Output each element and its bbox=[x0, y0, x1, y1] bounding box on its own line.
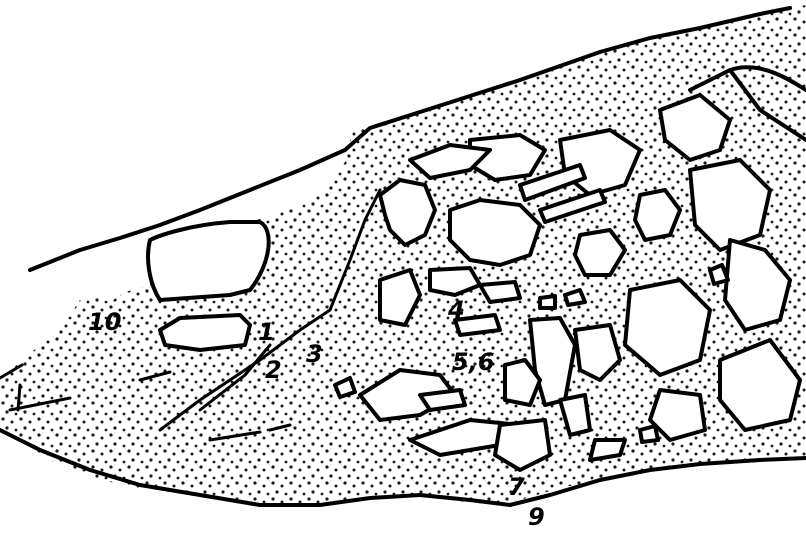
label-5-6: 5,6 bbox=[452, 348, 495, 376]
label-4: 4 bbox=[447, 296, 465, 324]
label-1: 1 bbox=[258, 318, 275, 346]
label-7: 7 bbox=[508, 473, 525, 501]
label-9: 9 bbox=[528, 503, 545, 531]
label-10: 10 bbox=[88, 308, 121, 336]
label-2: 2 bbox=[265, 356, 282, 384]
label-3: 3 bbox=[306, 340, 323, 368]
